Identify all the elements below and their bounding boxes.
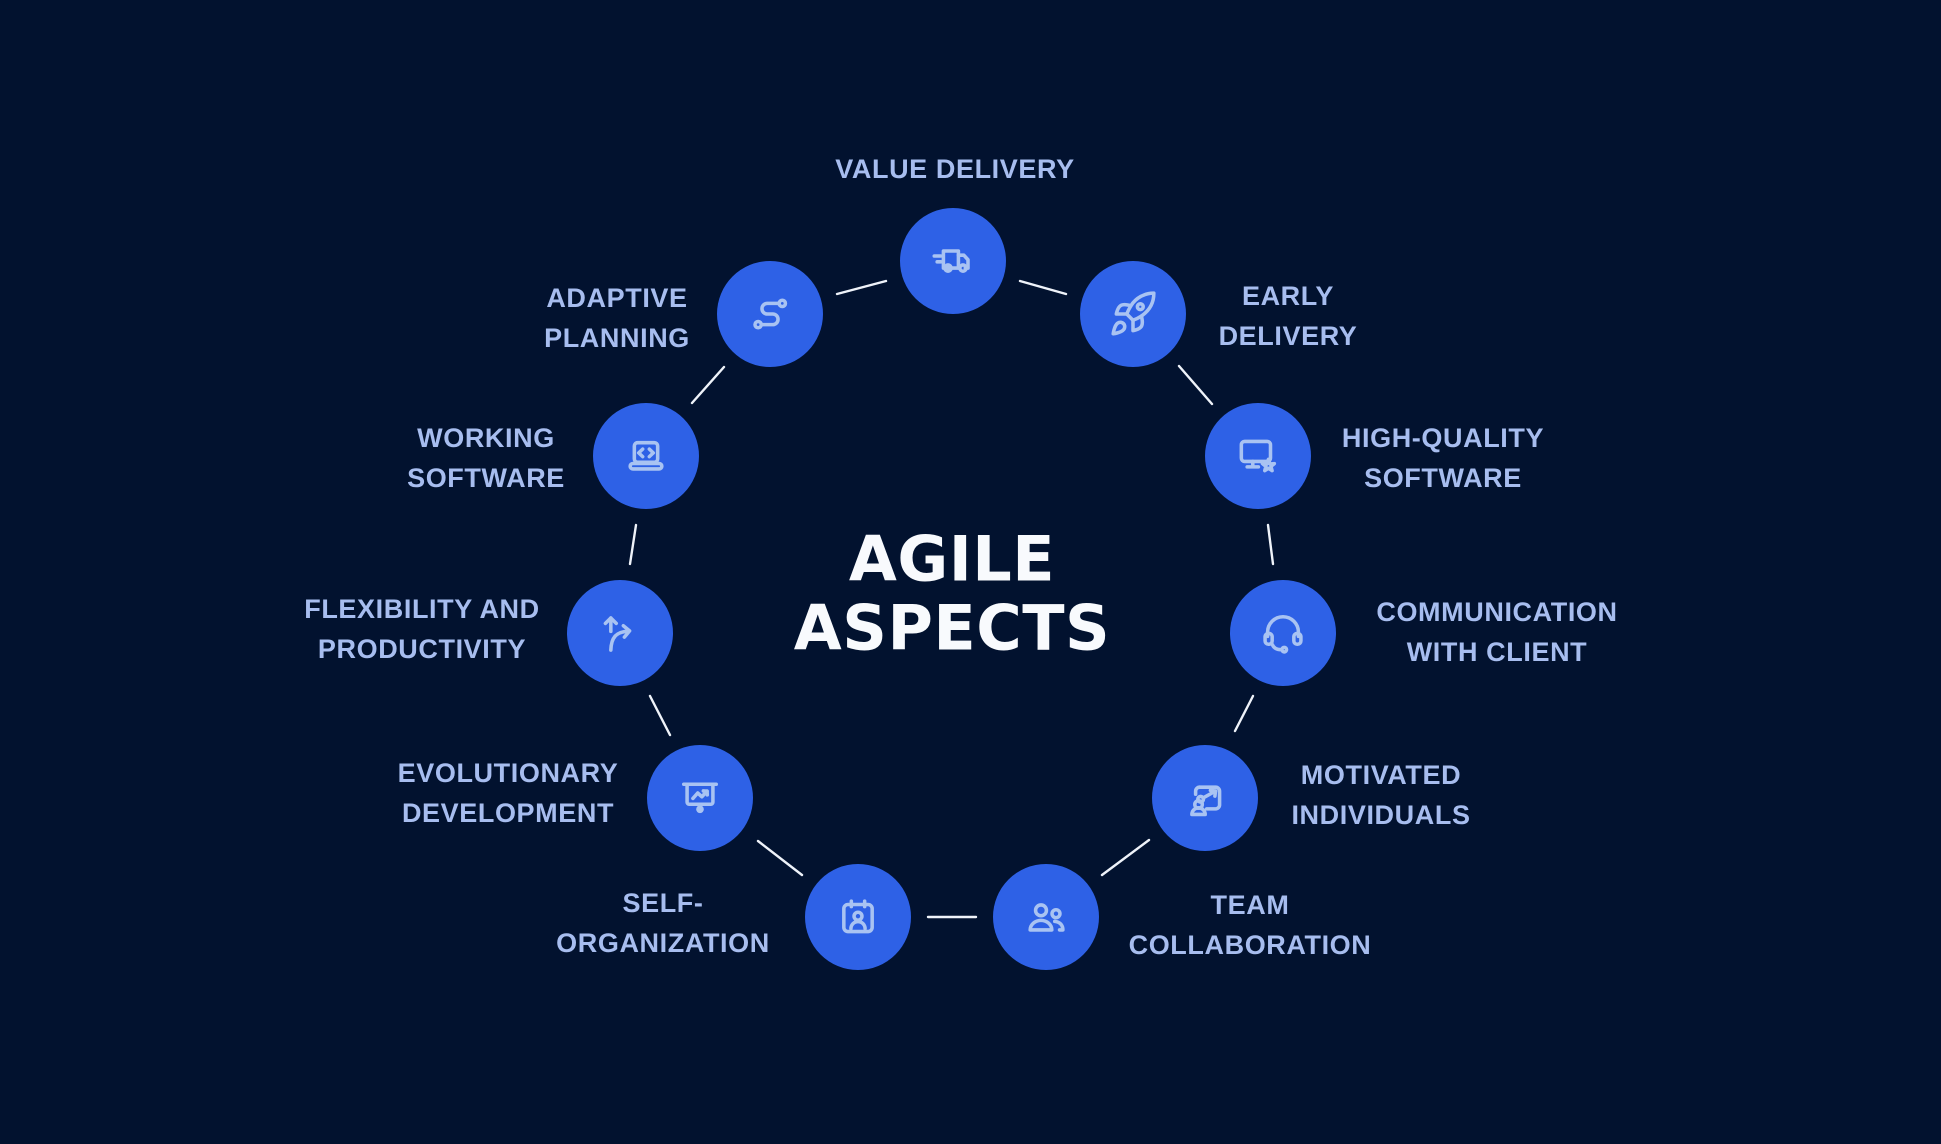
node-label: EARLY DELIVERY xyxy=(1218,281,1358,351)
team-icon xyxy=(1028,903,1065,932)
node-team-collaboration xyxy=(993,864,1099,970)
node-label: MOTIVATED INDIVIDUALS xyxy=(1291,760,1471,830)
headset-icon xyxy=(1263,615,1303,654)
connector-line xyxy=(1233,694,1255,733)
node-label: HIGH-QUALITY SOFTWARE xyxy=(1341,423,1545,493)
connector-line xyxy=(690,365,726,405)
calendar-person-icon xyxy=(842,899,874,934)
connector-line xyxy=(628,523,638,566)
connector-line xyxy=(1100,838,1151,877)
delivery-truck-icon xyxy=(932,249,970,273)
node-value-delivery xyxy=(900,208,1006,314)
node-label: WORKING SOFTWARE xyxy=(407,423,565,493)
node-label: EVOLUTIONARY DEVELOPMENT xyxy=(397,758,619,828)
route-icon xyxy=(753,298,788,330)
presentation-chart-icon xyxy=(681,782,719,814)
node-label: VALUE DELIVERY xyxy=(835,154,1075,185)
node-flexibility-and-productivity xyxy=(567,580,673,686)
diagram-title: AGILE ASPECTS xyxy=(793,522,1111,665)
rocket-icon xyxy=(1111,291,1156,336)
node-working-software xyxy=(593,403,699,509)
node-label: ADAPTIVE PLANNING xyxy=(544,283,690,353)
node-self-organization xyxy=(805,864,911,970)
monitor-star-icon xyxy=(1239,439,1277,473)
connector-line xyxy=(1018,279,1068,296)
person-growth-icon xyxy=(1190,785,1222,817)
node-label: COMMUNICATION WITH CLIENT xyxy=(1376,597,1618,667)
connector-line xyxy=(1177,364,1214,406)
node-label: SELF- ORGANIZATION xyxy=(556,888,770,958)
laptop-code-icon xyxy=(628,440,664,471)
connector-line xyxy=(648,694,672,737)
node-label: FLEXIBILITY AND PRODUCTIVITY xyxy=(304,594,540,664)
node-communication-with-client xyxy=(1230,580,1336,686)
connector-line xyxy=(1266,523,1275,566)
node-label: TEAM COLLABORATION xyxy=(1128,890,1372,960)
split-arrows-icon xyxy=(603,616,632,652)
connector-line xyxy=(835,279,888,296)
node-evolutionary-development xyxy=(647,745,753,851)
node-early-delivery xyxy=(1080,261,1186,367)
node-motivated-individuals xyxy=(1152,745,1258,851)
node-adaptive-planning xyxy=(717,261,823,367)
node-high-quality-software xyxy=(1205,403,1311,509)
connector-line xyxy=(756,839,804,877)
